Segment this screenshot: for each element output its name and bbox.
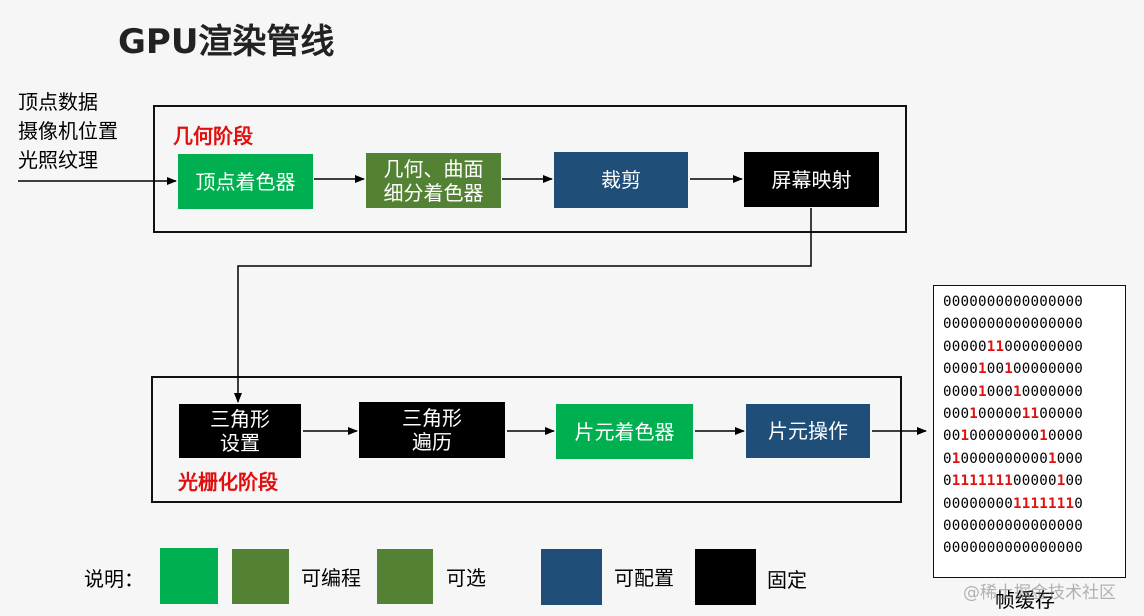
legend-label-fixed: 固定 [767, 568, 807, 592]
framebuffer-row: 0000000000000000 [943, 316, 1083, 333]
fragment-operations-label: 片元操作 [768, 419, 848, 443]
framebuffer-row: 0100000000001000 [943, 450, 1083, 467]
input-vertex-data: 顶点数据 [18, 90, 98, 114]
framebuffer-row: 0000100100000000 [943, 361, 1083, 378]
rasterization-stage-label: 光栅化阶段 [178, 470, 278, 494]
triangle-traversal-label-line1: 三角形 [402, 406, 462, 430]
legend-swatch-programmable-bright [160, 548, 218, 604]
screen-mapping-node: 屏幕映射 [744, 152, 879, 207]
framebuffer-row: 0000011000000000 [943, 338, 1083, 355]
legend-swatch-fixed [695, 549, 756, 605]
fragment-shader-label: 片元着色器 [574, 419, 675, 444]
fragment-shader-node: 片元着色器 [556, 404, 693, 459]
framebuffer-row: 0000000000000000 [943, 294, 1083, 310]
legend-swatch-optional [377, 549, 433, 604]
legend-label-programmable: 可编程 [301, 566, 361, 590]
vertex-shader-label: 顶点着色器 [195, 169, 296, 194]
legend-label-optional: 可选 [446, 566, 486, 590]
geometry-tessellation-shader-node: 几何、曲面 细分着色器 [366, 153, 501, 208]
screen-mapping-label: 屏幕映射 [771, 167, 852, 192]
triangle-traversal-node: 三角形 遍历 [359, 402, 505, 458]
clipping-node: 裁剪 [554, 152, 688, 208]
watermark-text: @稀土掘金技术社区 [963, 583, 1116, 603]
legend-prefix: 说明： [84, 567, 144, 591]
legend-swatch-configurable [541, 549, 602, 605]
framebuffer-row: 0000000000000000 [943, 517, 1083, 534]
clipping-label: 裁剪 [601, 168, 641, 192]
page-title: GPU渲染管线 [118, 22, 335, 62]
legend-label-configurable: 可配置 [614, 566, 674, 590]
framebuffer-row: 0000000011111110 [943, 495, 1083, 512]
framebuffer-row: 0010000000010000 [943, 428, 1083, 445]
vertex-shader-node: 顶点着色器 [178, 154, 313, 209]
framebuffer-row: 0111111100000100 [943, 473, 1083, 490]
input-lighting-texture: 光照纹理 [18, 148, 98, 172]
triangle-setup-node: 三角形 设置 [179, 404, 301, 458]
framebuffer-label: 帧缓存 [995, 588, 1055, 612]
framebuffer-row: 0001000001100000 [943, 405, 1083, 422]
triangle-setup-label-line1: 三角形 [210, 407, 270, 431]
triangle-setup-label-line2: 设置 [220, 431, 260, 455]
framebuffer-grid: 0000000000000000 0000000000000000 00000110… [933, 285, 1126, 578]
fragment-operations-node: 片元操作 [746, 404, 870, 458]
input-camera-position: 摄像机位置 [18, 119, 118, 143]
geometry-tessellation-label-line2: 细分着色器 [383, 180, 484, 205]
geometry-tessellation-label-line1: 几何、曲面 [383, 156, 484, 181]
triangle-traversal-label-line2: 遍历 [412, 430, 452, 454]
legend-swatch-programmable [232, 549, 289, 604]
arrow-screen-mapping-to-triangle-setup [234, 208, 812, 403]
geometry-stage-label: 几何阶段 [173, 124, 253, 148]
framebuffer-row: 0000100010000000 [943, 383, 1083, 400]
framebuffer-row: 0000000000000000 [943, 540, 1083, 557]
pipeline-inputs: 顶点数据 摄像机位置 光照纹理 [18, 88, 118, 175]
